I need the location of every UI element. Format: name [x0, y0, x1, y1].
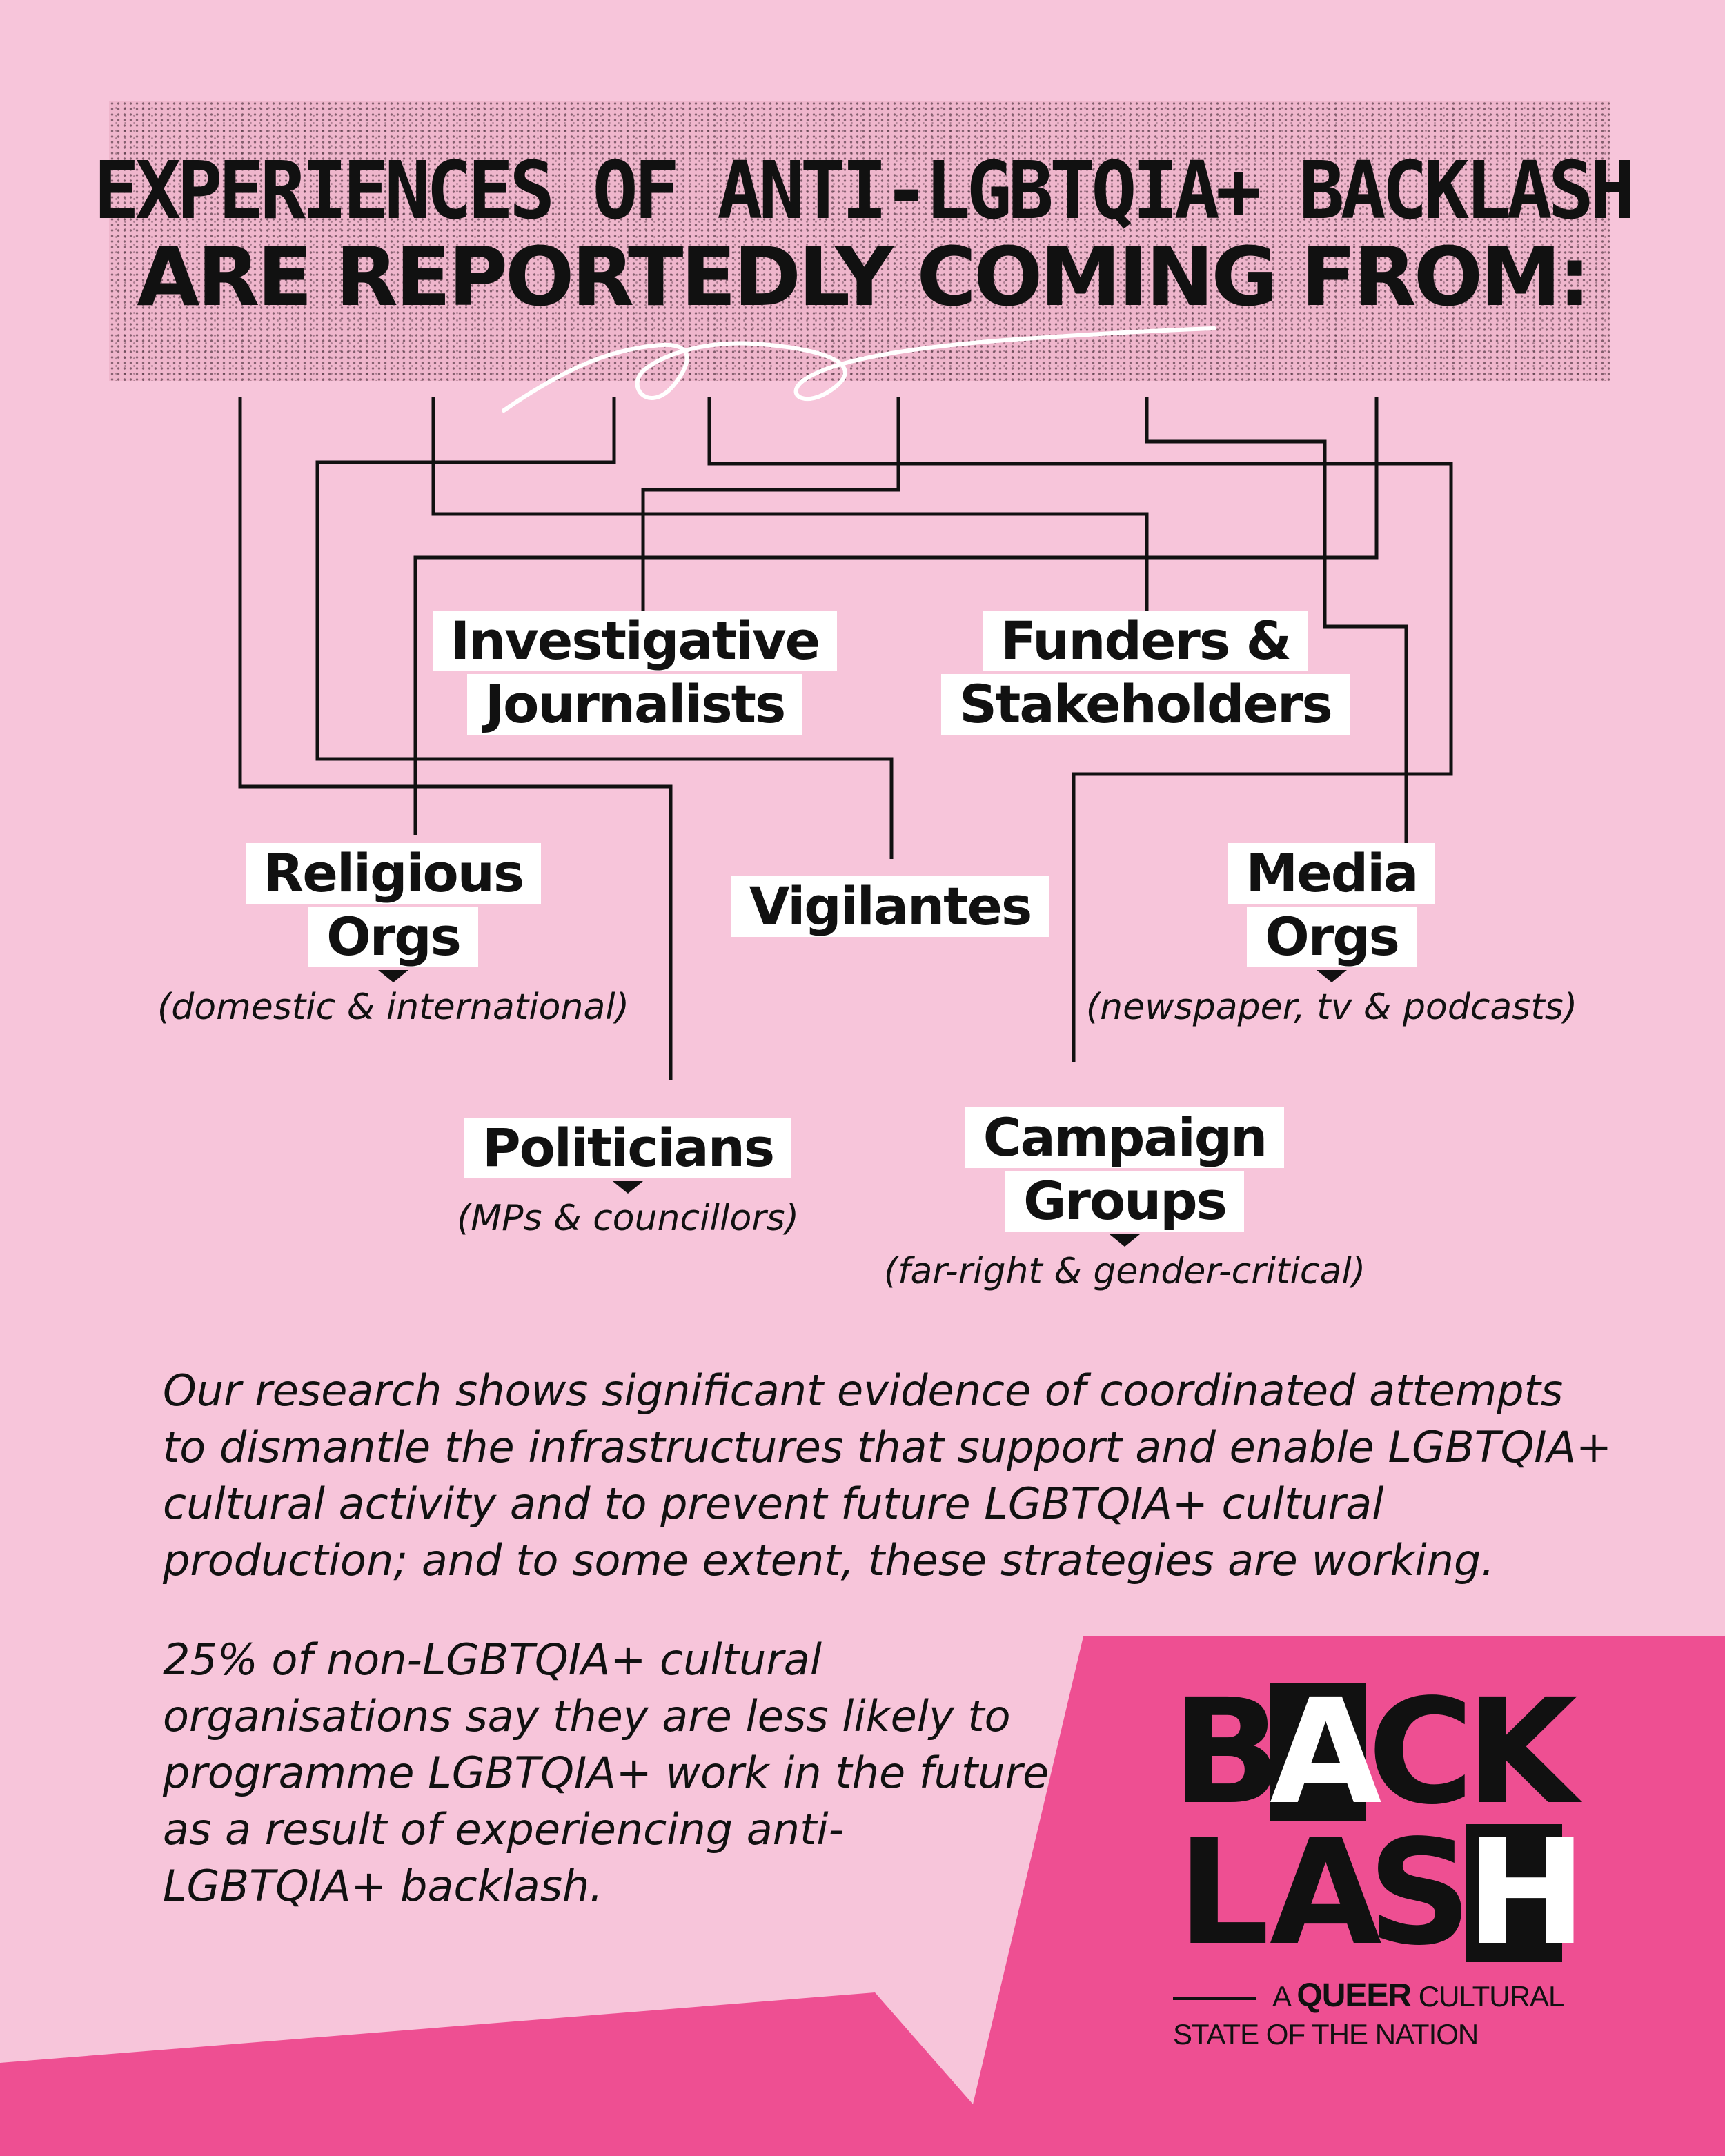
logo-row-lash: L A S H — [1172, 1808, 1599, 1977]
logo-letter-a2: A — [1270, 1808, 1382, 1977]
connector-vigilantes — [315, 397, 894, 859]
logo-letter-s: S — [1368, 1808, 1472, 1977]
node-funders-stakeholders: Funders & Stakeholders — [941, 611, 1350, 735]
logo-letter-l: L — [1177, 1808, 1270, 1977]
label-vigilantes: Vigilantes — [731, 876, 1049, 937]
pointer-politicians — [613, 1181, 643, 1194]
label-stakeholders: Stakeholders — [941, 674, 1350, 735]
logo-tagline-line2: STATE OF THE NATION — [1173, 2018, 1479, 2050]
note-campaign-groups: (far-right & gender-critical) — [883, 1251, 1366, 1292]
logo-tagline-line1: A QUEER CULTURAL — [1173, 1977, 1564, 2015]
connector-religious-orgs — [238, 397, 673, 1080]
node-campaign-groups: Campaign Groups (far-right & gender-crit… — [883, 1107, 1366, 1293]
note-media-orgs: (newspaper, tv & podcasts) — [1085, 987, 1578, 1028]
logo-letter-c: C — [1368, 1668, 1474, 1837]
label-groups: Groups — [1005, 1171, 1244, 1232]
pointer-religious-orgs — [378, 970, 408, 982]
tagline-suffix: CULTURAL — [1418, 1980, 1565, 2012]
research-paragraph: Our research shows significant evidence … — [163, 1365, 1612, 1585]
tagline-queer: QUEER — [1297, 1977, 1412, 2014]
scribble-decoration — [502, 326, 1216, 413]
backlash-logo: B A C K L A S H — [1172, 1668, 1599, 1977]
label-orgs-media: Orgs — [1247, 907, 1417, 967]
logo-letter-k: K — [1466, 1668, 1578, 1837]
node-investigative-journalists: Investigative Journalists — [432, 611, 838, 735]
connector-media-orgs — [707, 397, 1453, 1062]
pointer-campaign-groups — [1110, 1234, 1140, 1247]
pointer-media-orgs — [1317, 970, 1347, 982]
note-politicians: (MPs & councillors) — [456, 1198, 800, 1239]
node-politicians: Politicians (MPs & councillors) — [435, 1118, 821, 1240]
tagline-prefix: A — [1272, 1980, 1290, 2012]
label-politicians: Politicians — [464, 1118, 792, 1178]
logo-letter-a: A — [1270, 1668, 1382, 1837]
node-religious-orgs: Religious Orgs (domestic & international… — [157, 843, 630, 1029]
logo-letter-h: H — [1466, 1808, 1587, 1977]
label-investigative: Investigative — [432, 611, 838, 671]
connector-campaign-groups — [413, 397, 1379, 835]
connector-investigative-journalists — [641, 397, 900, 611]
header-title-line2: ARE REPORTEDLY COMING FROM: — [137, 229, 1590, 324]
label-campaign: Campaign — [965, 1107, 1285, 1168]
node-vigilantes: Vigilantes — [731, 876, 1049, 937]
statistic-paragraph: 25% of non-LGBTQIA+ cultural organisatio… — [163, 1634, 1049, 1911]
node-media-orgs: Media Orgs (newspaper, tv & podcasts) — [1086, 843, 1577, 1029]
logo-row-back: B A C K — [1172, 1668, 1599, 1837]
label-orgs-religious: Orgs — [308, 907, 478, 967]
label-journalists: Journalists — [466, 674, 803, 735]
label-media: Media — [1228, 843, 1436, 904]
connector-politicians — [1145, 397, 1408, 849]
header-title-line1: EXPERIENCES OF ANTI-LGBTQIA+ BACKLASH — [93, 144, 1635, 237]
connector-funders — [431, 397, 1149, 611]
logo-letter-b: B — [1172, 1668, 1282, 1837]
note-religious-orgs: (domestic & international) — [157, 987, 630, 1028]
label-funders: Funders & — [983, 611, 1308, 671]
label-religious: Religious — [245, 843, 542, 904]
tagline-rule — [1173, 1997, 1256, 2000]
header-texture-box — [109, 101, 1610, 381]
